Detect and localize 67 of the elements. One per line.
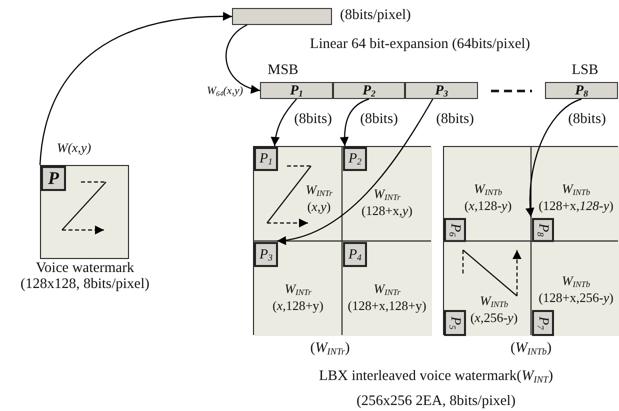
coordinate-label: (x,128+y): [272, 299, 324, 314]
image-box: [40, 165, 129, 259]
image-grid: [443, 146, 618, 335]
pixel-box: [254, 147, 278, 171]
pixel-label: P$_{4}$: [348, 246, 362, 262]
coordinate-label: (x,256-y): [470, 311, 518, 326]
pixel-label: P$_{2}$: [348, 151, 362, 167]
coordinate-label: (128+x,256-y): [538, 291, 614, 306]
arrow: [276, 98, 434, 244]
symbol-label: W$_{INTb}$: [474, 182, 502, 196]
node-label: (8bits/pixel): [340, 8, 411, 24]
node-label: Voice watermark (128x128, 8bits/pixel): [20, 261, 150, 293]
pixel-label: P$_{1}$: [259, 151, 273, 167]
bit-cell: [260, 82, 333, 99]
node-label: W(x,y): [56, 141, 92, 156]
edge-label: (8bits): [359, 112, 399, 128]
symbol-label: W$_{INTb}$: [480, 294, 508, 308]
coordinate-label: (x,128-y): [464, 199, 512, 214]
pixel-label: P$_{3}$: [259, 246, 273, 262]
bit-bar: [232, 8, 332, 25]
pixel-box: [41, 166, 66, 191]
image-grid: [253, 146, 431, 335]
grid-cell: [532, 242, 619, 336]
bit-cell: [405, 82, 478, 99]
node-label: (W$_{INTr}$): [310, 341, 350, 357]
symbol-label: W$_{INTr}$: [284, 282, 312, 296]
pixel-box: [532, 310, 554, 336]
symbol-label: W$_{INTr}$: [374, 282, 400, 296]
symbol-label: W$_{INTr}$: [306, 183, 332, 198]
grid-cell: [532, 147, 619, 242]
pixel-label: P$_{2}$: [362, 82, 376, 98]
node-label: MSB: [268, 63, 298, 79]
arrow: [526, 98, 582, 218]
edge-label: (8bits): [293, 112, 333, 128]
coordinate-label: (128+x,128-y): [538, 199, 614, 214]
pixel-label: P$_{8}$: [574, 82, 588, 98]
pixel-box: [343, 242, 367, 267]
pixel-label: P$_{1}$: [290, 82, 304, 98]
pixel-box: [444, 310, 466, 336]
arrow: [340, 98, 370, 146]
grid-cell: [343, 242, 432, 336]
arrow: [39, 12, 232, 166]
coordinate-label: (128+x,128+y): [348, 299, 426, 314]
coordinate-label: (128+x,y): [361, 204, 413, 218]
symbol-label: W$_{INTr}$: [374, 187, 400, 202]
node-label: (W$_{INTb}$): [510, 341, 552, 357]
caption: LBX interleaved voice watermark(W$_{INT}$) (256x256 2EA, 8bits/pixel): [318, 367, 554, 411]
pixel-box: [254, 242, 278, 267]
pixel-label: P: [48, 168, 59, 188]
edge-label: (8bits): [567, 112, 607, 128]
pixel-label: P$_{3}$: [434, 82, 448, 98]
arrow: [226, 24, 260, 93]
node-label: LSB: [572, 63, 598, 79]
pixel-box: [532, 218, 554, 242]
pixel-box: [444, 218, 466, 242]
symbol-label: W$_{INTb}$: [562, 274, 590, 288]
edge-label: (8bits): [435, 112, 475, 128]
pixel-box: [343, 147, 367, 171]
row-label: W$_{64}$(x,y): [206, 85, 243, 98]
coordinate-label: (x,y): [307, 200, 331, 214]
grid-cell: [254, 242, 343, 336]
bit-cell: [545, 82, 618, 99]
arrow: [271, 98, 297, 146]
title-label: Linear 64 bit-expansion (64bits/pixel): [310, 37, 530, 53]
grid-cell: [343, 147, 432, 242]
bit-cell: [333, 82, 405, 99]
symbol-label: W$_{INTb}$: [562, 182, 590, 196]
